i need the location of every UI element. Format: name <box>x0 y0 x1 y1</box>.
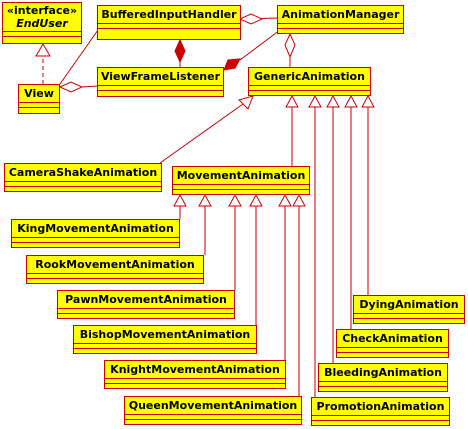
class-compartment <box>337 348 448 353</box>
class-compartment <box>58 309 234 314</box>
generalization-arrowhead-pawn <box>228 193 242 207</box>
class-compartment <box>105 379 285 384</box>
class-name: CheckAnimation <box>337 330 448 348</box>
generalization-arrowhead-movement <box>285 94 299 108</box>
generalization-arrowhead-knight <box>278 193 292 207</box>
class-animation-manager: AnimationManager <box>277 5 404 34</box>
class-compartment <box>312 416 449 421</box>
class-name: BleedingAnimation <box>319 364 447 382</box>
class-name: GenericAnimation <box>249 68 370 86</box>
class-compartment <box>98 86 223 91</box>
class-name: KingMovementAnimation <box>12 220 179 238</box>
aggregation-diamond-view <box>58 81 84 93</box>
aggregation-diamond-bufferedinputhandler-side <box>238 13 264 25</box>
class-compartment <box>98 24 240 29</box>
generalization-arrowhead-bleeding <box>326 94 340 108</box>
association-view-bufferedinputhandler <box>59 29 99 85</box>
generalization-camerashake-generic <box>159 103 244 164</box>
class-check-animation: CheckAnimation <box>336 329 449 358</box>
class-dying-animation: DyingAnimation <box>353 295 465 324</box>
class-bishop-movement-animation: BishopMovementAnimation <box>73 325 257 354</box>
class-name: BishopMovementAnimation <box>74 326 256 344</box>
generalization-arrowhead-queen <box>292 193 306 207</box>
composition-diamond-bufferedinputhandler <box>174 38 186 64</box>
class-promotion-animation: PromotionAnimation <box>311 397 450 426</box>
composition-diamond-animationmanager <box>223 58 241 71</box>
class-view-frame-listener: ViewFrameListener <box>97 67 224 97</box>
class-name: MovementAnimation <box>173 167 309 185</box>
generalization-arrowhead-bishop <box>249 193 263 207</box>
class-name: BufferedInputHandler <box>98 6 240 24</box>
generalization-arrowhead-camerashake <box>238 95 254 110</box>
class-name: QueenMovementAnimation <box>125 397 301 415</box>
class-compartment <box>249 86 370 91</box>
class-end-user: «interface» EndUser <box>2 2 82 44</box>
composition-animationmanager-viewframelistener-segment <box>239 29 281 61</box>
class-compartment <box>5 182 161 187</box>
class-name: EndUser <box>3 17 81 32</box>
class-compartment <box>74 344 256 349</box>
generalization-arrowhead-check <box>344 94 358 108</box>
class-name: CameraShakeAnimation <box>5 164 161 182</box>
generalization-arrowhead-king <box>173 193 187 207</box>
class-queen-movement-animation: QueenMovementAnimation <box>124 396 302 425</box>
class-buffered-input-handler: BufferedInputHandler <box>97 5 241 40</box>
class-rook-movement-animation: RookMovementAnimation <box>26 255 204 284</box>
class-compartment <box>27 274 203 279</box>
generalization-arrowhead-rook <box>198 193 212 207</box>
class-generic-animation: GenericAnimation <box>248 67 371 96</box>
class-name: KnightMovementAnimation <box>105 361 285 379</box>
class-knight-movement-animation: KnightMovementAnimation <box>104 360 286 389</box>
generalization-arrowhead-promotion <box>308 94 322 108</box>
class-name: DyingAnimation <box>354 296 464 314</box>
class-pawn-movement-animation: PawnMovementAnimation <box>57 290 235 319</box>
class-camera-shake-animation: CameraShakeAnimation <box>4 163 162 192</box>
class-compartment <box>12 238 179 243</box>
class-name: AnimationManager <box>278 6 403 24</box>
aggregation-view-viewframelistener <box>81 85 99 88</box>
class-compartment <box>354 314 464 319</box>
class-name: PromotionAnimation <box>312 398 449 416</box>
class-name: RookMovementAnimation <box>27 256 203 274</box>
realization-arrowhead <box>35 43 51 57</box>
class-compartment <box>125 415 301 420</box>
class-bleeding-animation: BleedingAnimation <box>318 363 448 392</box>
class-compartment <box>19 103 59 108</box>
generalization-arrowhead-dying <box>361 94 375 108</box>
class-compartment <box>319 382 447 387</box>
class-view: View <box>18 84 60 114</box>
class-movement-animation: MovementAnimation <box>172 166 310 195</box>
class-name: PawnMovementAnimation <box>58 291 234 309</box>
class-name: View <box>19 85 59 103</box>
aggregation-diamond-animationmanager <box>284 32 296 59</box>
class-compartment <box>278 24 403 29</box>
class-name: ViewFrameListener <box>98 68 223 86</box>
stereotype-label: «interface» <box>6 4 78 17</box>
class-compartment <box>173 185 309 190</box>
class-king-movement-animation: KingMovementAnimation <box>11 219 180 248</box>
class-compartment <box>3 32 81 37</box>
